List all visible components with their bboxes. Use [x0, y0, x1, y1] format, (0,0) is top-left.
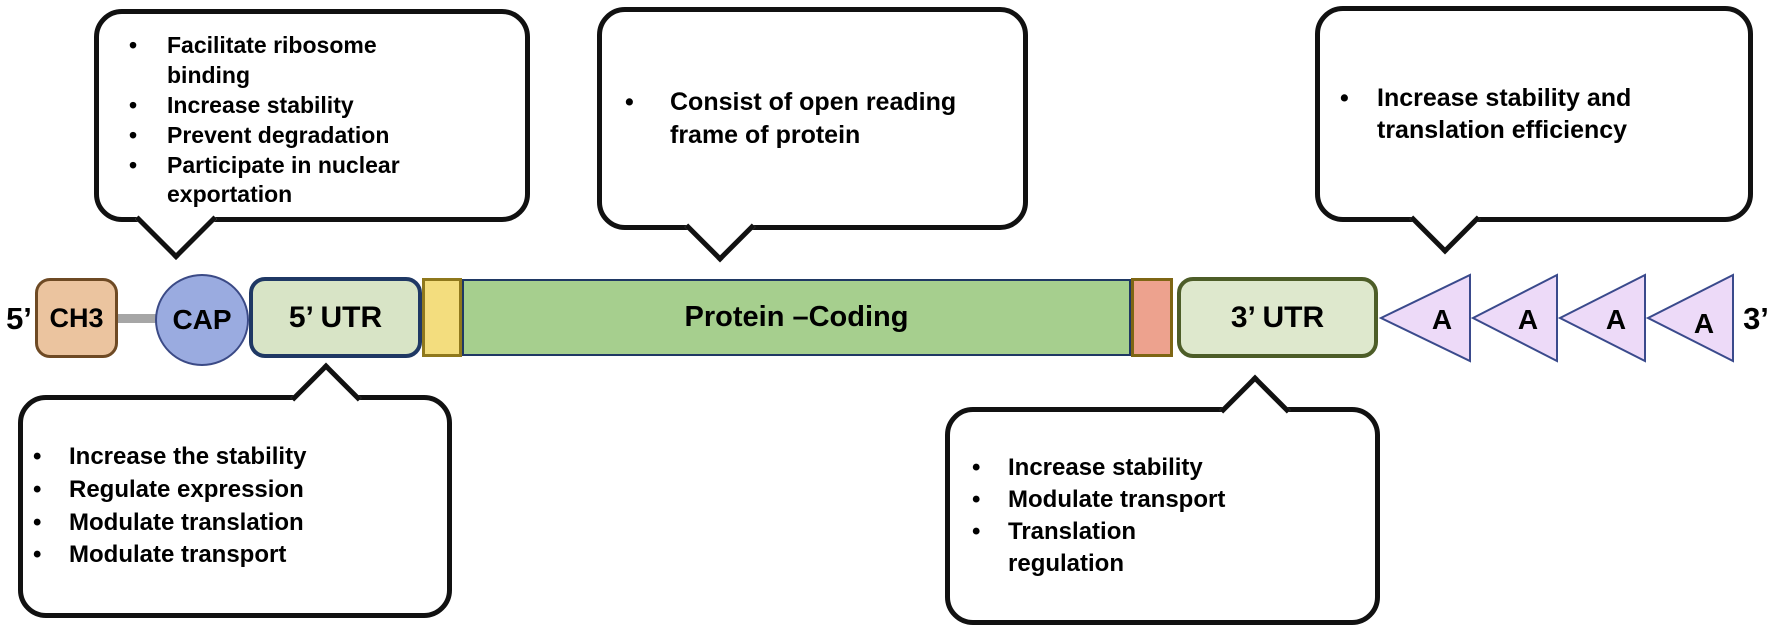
cap-functions-list-container: Facilitate ribosome bindingIncrease stab… — [99, 14, 525, 210]
callout-pointer-up-icon — [1219, 374, 1291, 446]
callout-item: Modulate transport — [962, 484, 1240, 516]
cap-functions-callout: Facilitate ribosome bindingIncrease stab… — [94, 9, 530, 261]
poly-a-tail: A A A A — [1378, 273, 1734, 363]
poly-a-triangle-icon — [1470, 273, 1558, 363]
callout-item: Translation regulation — [962, 516, 1240, 580]
callout-item: Facilitate ribosome binding — [121, 31, 419, 91]
three-prime-end-label: 3’ — [1743, 301, 1769, 336]
utr3-functions-list: Increase stabilityModulate transportTran… — [962, 452, 1240, 580]
polya-functions-callout: Increase stability and translation effic… — [1315, 6, 1753, 255]
utr5-functions-callout: Increase the stabilityRegulate expressio… — [18, 362, 452, 618]
callout-item: Increase stability — [962, 452, 1240, 484]
poly-a-label: A — [1606, 304, 1626, 335]
five-utr-segment: 5’ UTR — [249, 277, 422, 358]
callout-item: Increase stability — [121, 91, 419, 121]
poly-a-label: A — [1694, 308, 1714, 339]
callout-pointer-down-icon — [1409, 183, 1481, 255]
callout-item: Increase stability and translation effic… — [1330, 82, 1677, 147]
callout-pointer-up-icon — [290, 362, 362, 434]
callout-item: Modulate translation — [27, 507, 306, 540]
polya-functions-list-container: Increase stability and translation effic… — [1320, 82, 1677, 147]
utr3-functions-list-container: Increase stabilityModulate transportTran… — [950, 452, 1240, 580]
poly-a-triangle-icon — [1645, 273, 1734, 363]
callout-item: Increase the stability — [27, 441, 306, 474]
polya-functions-list: Increase stability and translation effic… — [1330, 82, 1677, 147]
poly-a-label: A — [1518, 304, 1538, 335]
poly-a-triangle-icon — [1557, 273, 1646, 363]
callout-item: Prevent degradation — [121, 121, 419, 151]
protein-coding-segment: Protein –Coding — [462, 279, 1131, 356]
callout-pointer-down-icon — [684, 191, 756, 263]
cap-linker-line — [112, 314, 168, 323]
callout-item: Modulate transport — [27, 539, 306, 572]
three-utr-segment: 3’ UTR — [1177, 277, 1378, 358]
cap-functions-list: Facilitate ribosome bindingIncrease stab… — [121, 31, 525, 210]
callout-item: Regulate expression — [27, 474, 306, 507]
start-codon-segment — [422, 278, 462, 357]
stop-codon-segment — [1131, 278, 1173, 357]
callout-item: Consist of open reading frame of protein — [614, 86, 988, 151]
utr5-functions-list-container: Increase the stabilityRegulate expressio… — [23, 441, 306, 572]
coding-functions-callout: Consist of open reading frame of protein — [597, 7, 1028, 263]
coding-functions-list: Consist of open reading frame of protein — [614, 86, 988, 151]
poly-a-label: A — [1432, 304, 1452, 335]
coding-functions-list-container: Consist of open reading frame of protein — [602, 86, 988, 151]
poly-a-triangle-icon — [1378, 273, 1471, 363]
utr5-functions-list: Increase the stabilityRegulate expressio… — [27, 441, 306, 572]
callout-item: Participate in nuclear exportation — [121, 151, 419, 211]
five-prime-end-label: 5’ — [6, 301, 32, 336]
cap-segment: CAP — [155, 274, 249, 366]
methyl-group-segment: CH3 — [35, 278, 118, 358]
utr3-functions-callout: Increase stabilityModulate transportTran… — [945, 374, 1380, 625]
